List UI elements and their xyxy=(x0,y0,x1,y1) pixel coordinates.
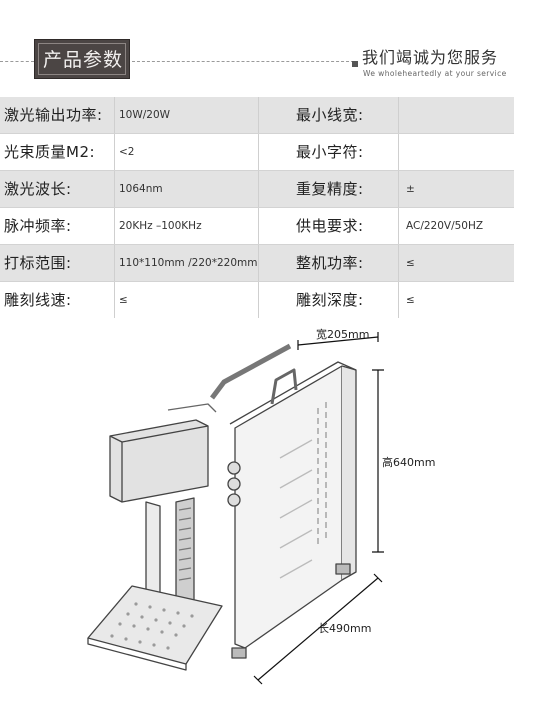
width-dimension-label: 宽205mm xyxy=(316,328,370,341)
column-divider xyxy=(114,245,115,281)
column-divider xyxy=(258,97,259,133)
spec-label: 激光输出功率: xyxy=(4,106,103,124)
column-divider xyxy=(258,282,259,318)
spec-value: AC/220V/50HZ xyxy=(406,220,484,232)
slogan-chinese: 我们竭诚为您服务 xyxy=(362,48,499,67)
column-divider xyxy=(398,208,399,244)
spec-value: 20KHz –100KHz xyxy=(119,220,202,232)
machine-diagram: 宽205mm 高640mm 长490mm xyxy=(80,318,440,699)
laser-marker-illustration xyxy=(87,332,384,685)
spec-label: 最小字符: xyxy=(296,143,364,161)
spec-value: 110*110mm /220*220mm xyxy=(119,257,258,269)
spec-value: ± xyxy=(406,183,415,195)
column-divider xyxy=(114,171,115,207)
column-divider xyxy=(398,97,399,133)
section-title: 产品参数 xyxy=(42,49,123,71)
column-divider xyxy=(258,171,259,207)
column-divider xyxy=(398,282,399,318)
spec-label: 供电要求: xyxy=(296,217,364,235)
column-divider xyxy=(398,134,399,170)
spec-label: 最小线宽: xyxy=(296,106,364,124)
spec-row: 打标范围: 110*110mm /220*220mm 整机功率: ≤ xyxy=(0,244,514,281)
spec-label: 打标范围: xyxy=(4,254,72,272)
spec-label: 重复精度: xyxy=(296,180,364,198)
section-header: 产品参数 我们竭诚为您服务 We wholeheartedly at your … xyxy=(0,0,554,92)
spec-label: 光束质量M2: xyxy=(4,143,96,161)
spec-label: 脉冲频率: xyxy=(4,217,72,235)
spec-row: 激光输出功率: 10W/20W 最小线宽: xyxy=(0,97,514,133)
height-dimension-label: 高640mm xyxy=(382,456,436,469)
spec-value: ≤ xyxy=(406,294,415,306)
spec-row: 激光波长: 1064nm 重复精度: ± xyxy=(0,170,514,207)
column-divider xyxy=(258,245,259,281)
spec-label: 雕刻深度: xyxy=(296,291,364,309)
spec-value: 1064nm xyxy=(119,183,163,195)
spec-label: 整机功率: xyxy=(296,254,364,272)
spec-row: 雕刻线速: ≤ 雕刻深度: ≤ xyxy=(0,281,514,318)
spec-label: 雕刻线速: xyxy=(4,291,72,309)
spec-value: ≤ xyxy=(119,294,128,306)
column-divider xyxy=(398,245,399,281)
column-divider xyxy=(114,97,115,133)
column-divider xyxy=(114,208,115,244)
slogan-english: We wholeheartedly at your service xyxy=(363,69,507,78)
spec-value: <2 xyxy=(119,146,135,158)
spec-value: ≤ xyxy=(406,257,415,269)
column-divider xyxy=(258,208,259,244)
header-divider-left xyxy=(0,61,34,62)
length-dimension-label: 长490mm xyxy=(318,622,372,635)
spec-label: 激光波长: xyxy=(4,180,72,198)
column-divider xyxy=(258,134,259,170)
specs-table: 激光输出功率: 10W/20W 最小线宽: 光束质量M2: <2 最小字符: 激… xyxy=(0,97,514,318)
spec-value: 10W/20W xyxy=(119,109,171,121)
bullet-square-icon xyxy=(352,61,358,67)
section-title-box: 产品参数 xyxy=(34,39,130,79)
spec-row: 光束质量M2: <2 最小字符: xyxy=(0,133,514,170)
column-divider xyxy=(114,134,115,170)
spec-row: 脉冲频率: 20KHz –100KHz 供电要求: AC/220V/50HZ xyxy=(0,207,514,244)
column-divider xyxy=(114,282,115,318)
column-divider xyxy=(398,171,399,207)
header-divider-right xyxy=(132,61,354,62)
